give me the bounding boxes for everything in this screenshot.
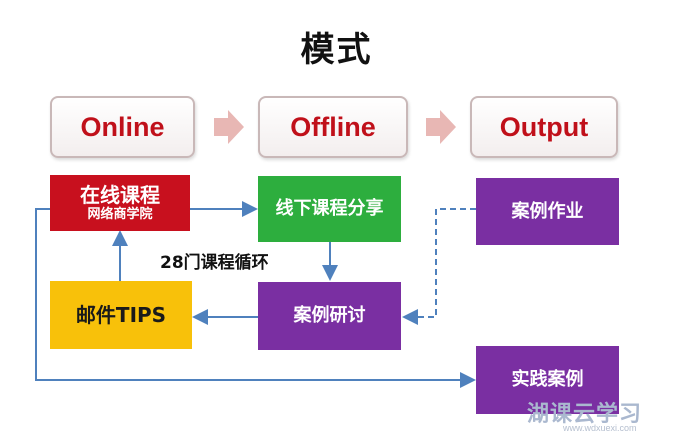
arrow-homework-to-discussion	[402, 208, 476, 325]
box-case-discussion-title: 案例研讨	[293, 305, 366, 327]
arrow-online-to-practice	[35, 208, 476, 388]
chevron-arrow-icon	[214, 110, 244, 144]
stage-online: Online	[50, 96, 195, 158]
watermark-url: www.wdxuexi.com	[563, 423, 637, 433]
box-case-homework: 案例作业	[476, 178, 619, 245]
stage-output-label: Output	[499, 111, 589, 142]
box-practice-case-title: 实践案例	[511, 369, 584, 391]
chevron-arrow-icon	[426, 110, 456, 144]
stage-output: Output	[470, 96, 618, 158]
box-offline-share: 线下课程分享	[258, 176, 401, 242]
loop-label: 28门课程循环	[160, 253, 269, 273]
stage-offline: Offline	[258, 96, 408, 158]
box-online-course: 在线课程 网络商学院	[50, 175, 190, 231]
box-case-homework-title: 案例作业	[511, 200, 584, 222]
box-practice-case: 实践案例	[476, 346, 619, 414]
watermark-logo: 湖课云学习	[527, 402, 643, 427]
box-email-tips: 邮件TIPS	[50, 281, 192, 349]
box-offline-share-title: 线下课程分享	[275, 198, 384, 220]
box-case-discussion: 案例研讨	[258, 282, 401, 350]
box-email-tips-title: 邮件TIPS	[75, 303, 167, 327]
stage-online-label: Online	[80, 111, 165, 142]
stage-offline-label: Offline	[290, 111, 376, 142]
box-online-course-subtitle: 网络商学院	[87, 206, 153, 222]
watermark: 湖课云学习 www.wdxuexi.com	[527, 396, 673, 434]
diagram-title: 模式	[300, 30, 373, 70]
box-online-course-title: 在线课程	[80, 182, 160, 207]
